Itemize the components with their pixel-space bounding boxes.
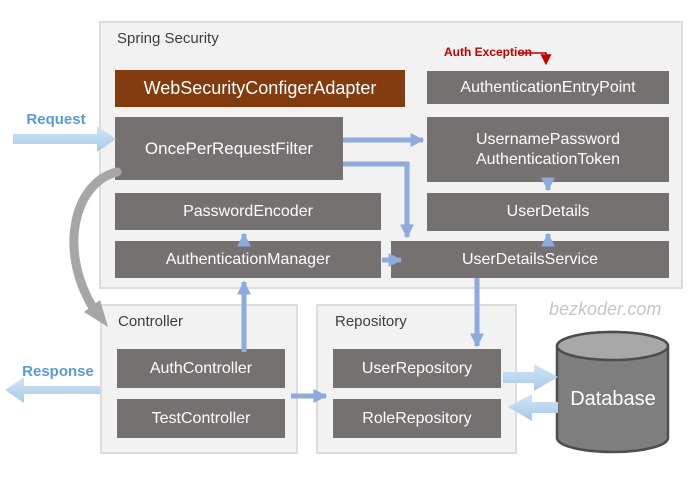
username-password-token-line2: AuthenticationToken — [475, 150, 621, 168]
user-details-service-box: UserDetailsService — [391, 241, 669, 278]
username-password-token-line1: UsernamePassword — [475, 130, 621, 148]
authentication-entry-point-box: AuthenticationEntryPoint — [427, 71, 669, 104]
database-label: Database — [570, 388, 656, 410]
web-security-configer-adapter-box: WebSecurityConfigerAdapter — [115, 70, 405, 107]
spring-security-container-label: Spring Security — [117, 30, 219, 47]
request-label: Request — [26, 111, 86, 128]
user-details-box: UserDetails — [427, 193, 669, 231]
role-repository-box: RoleRepository — [333, 399, 501, 438]
username-password-authentication-token-box: UsernamePassword AuthenticationToken — [427, 117, 669, 182]
response-arrow — [5, 377, 100, 403]
user-repository-box: UserRepository — [333, 349, 501, 388]
password-encoder-box: PasswordEncoder — [115, 193, 381, 230]
test-controller-box: TestController — [117, 399, 285, 438]
auth-controller-box: AuthController — [117, 349, 285, 388]
response-label: Response — [22, 363, 94, 380]
auth-exception-label: Auth Exception — [444, 45, 533, 59]
once-per-request-filter-box: OncePerRequestFilter — [115, 117, 343, 180]
bezkoder-watermark: bezkoder.com — [549, 299, 662, 319]
repository-container-label: Repository — [335, 313, 407, 330]
authentication-manager-box: AuthenticationManager — [115, 241, 381, 278]
controller-container-label: Controller — [118, 313, 184, 330]
